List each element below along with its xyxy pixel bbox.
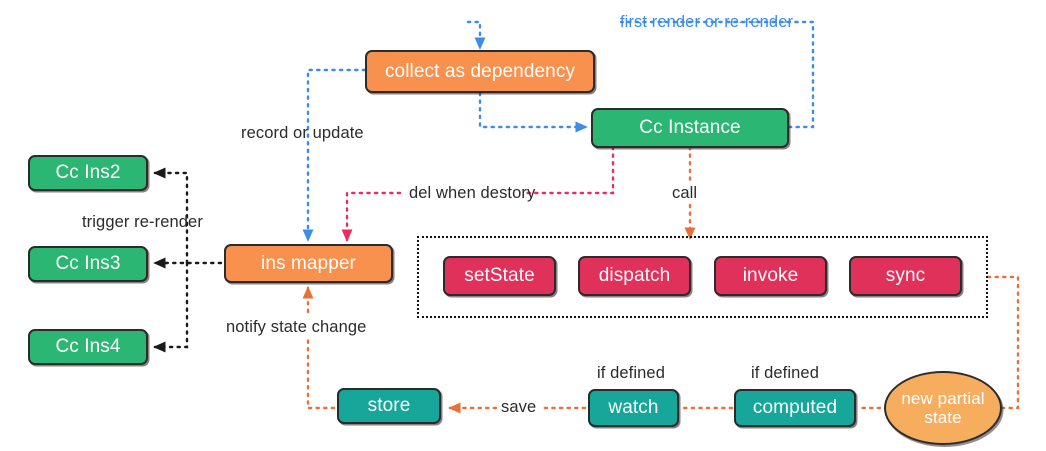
node-setstate[interactable]: setState [443, 256, 556, 296]
node-label: collect as dependency [384, 60, 576, 82]
edge-trigger-to-ins4 [153, 261, 189, 353]
node-label: dispatch [598, 265, 671, 287]
node-cc-ins2[interactable]: Cc Ins2 [28, 155, 148, 191]
node-invoke[interactable]: invoke [714, 256, 827, 296]
node-label: new partial state [901, 388, 985, 427]
node-collect-as-dependency[interactable]: collect as dependency [365, 50, 595, 93]
node-label: Cc Instance [639, 117, 741, 139]
node-label: Cc Ins3 [55, 253, 121, 275]
edge-label-record-or-update: record or update [241, 124, 364, 142]
edge-label-trigger-re-render: trigger re-render [82, 213, 203, 231]
node-label: store [367, 395, 411, 417]
node-label: setState [464, 265, 535, 287]
edge-first-render-into-collect [466, 20, 486, 50]
node-cc-instance[interactable]: Cc Instance [591, 108, 789, 148]
node-sync[interactable]: sync [849, 256, 962, 296]
edge-label-save: save [501, 398, 537, 416]
node-label: ins mapper [261, 252, 356, 274]
node-label: computed [752, 397, 838, 419]
node-watch[interactable]: watch [588, 389, 679, 427]
edge-record-or-update [302, 68, 367, 242]
node-label: Cc Ins2 [55, 162, 121, 184]
edge-del-when-destory-tail [341, 191, 402, 242]
edge-label-if-defined-computed: if defined [751, 364, 819, 382]
node-label: Cc Ins4 [55, 336, 121, 358]
node-cc-ins3[interactable]: Cc Ins3 [28, 246, 148, 282]
node-cc-ins4[interactable]: Cc Ins4 [28, 329, 148, 365]
edge-collect-to-instance [478, 91, 588, 133]
node-new-partial-state[interactable]: new partial state [884, 371, 1002, 445]
edge-label-del-when-destory: del when destory [409, 184, 536, 202]
edge-notify-lower [306, 335, 336, 410]
edge-label-call: call [672, 184, 698, 202]
node-computed[interactable]: computed [734, 389, 856, 427]
edge-del-when-destory [525, 145, 615, 195]
node-dispatch[interactable]: dispatch [578, 256, 691, 296]
edge-label-notify-state-change: notify state change [226, 318, 367, 336]
edge-label-first-render: first render or re-render [620, 13, 794, 31]
node-label: invoke [742, 265, 799, 287]
node-ins-mapper[interactable]: ins mapper [224, 244, 393, 283]
node-label: sync [885, 265, 926, 287]
node-label: watch [608, 397, 659, 419]
actions-group-box [417, 236, 988, 318]
edge-label-if-defined-watch: if defined [597, 364, 665, 382]
node-store[interactable]: store [337, 388, 441, 424]
